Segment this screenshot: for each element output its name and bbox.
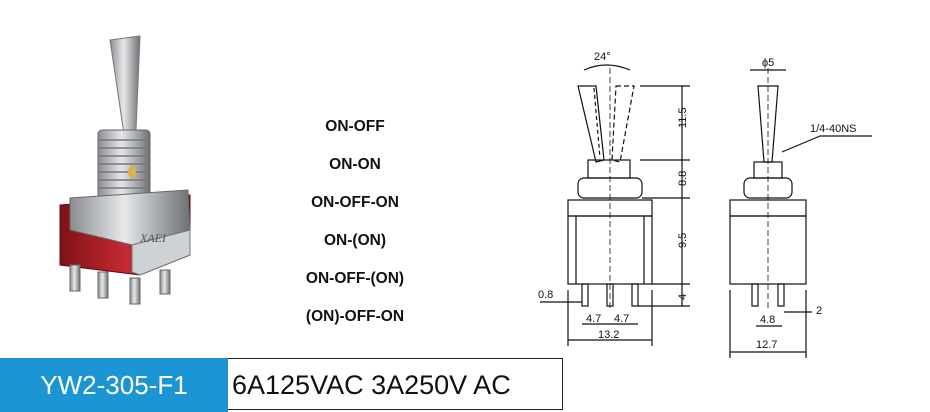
dim-thread: 1/4-40NS bbox=[810, 123, 856, 135]
mode-item: ON-(ON) bbox=[324, 232, 386, 249]
brand-mark: XAEI bbox=[139, 231, 167, 245]
switch-photo: XAEI bbox=[59, 35, 191, 305]
mode-item: ON-OFF bbox=[325, 118, 385, 135]
dim-side-pitch: 4.8 bbox=[760, 314, 775, 326]
dim-terminal-length: 4 bbox=[677, 294, 689, 300]
dim-angle: 24° bbox=[594, 51, 611, 63]
dim-bushing-height: 8.8 bbox=[677, 171, 689, 186]
dim-lever-height: 11.5 bbox=[677, 107, 689, 128]
dim-body-width: 13.2 bbox=[598, 329, 619, 341]
mode-item: ON-OFF-(ON) bbox=[305, 270, 405, 287]
mode-item: ON-OFF-ON bbox=[311, 194, 399, 211]
model-number: YW2-305-F1 bbox=[0, 358, 228, 412]
mode-item: ON-ON bbox=[329, 156, 381, 173]
electrical-rating: 6A125VAC 3A250V AC bbox=[228, 358, 563, 410]
dim-diameter: ϕ5 bbox=[762, 57, 774, 69]
dim-side-gap: 2 bbox=[816, 305, 822, 317]
dim-terminal-width: 0.8 bbox=[538, 289, 553, 301]
dim-pitch-left: 4.7 bbox=[586, 313, 601, 325]
switch-modes-list: ON-OFF ON-ON ON-OFF-ON ON-(ON) ON-OFF-(O… bbox=[270, 108, 440, 336]
dimension-drawing: 24° 11.5 8.8 9.5 4 0.8 4.7 4.7 13.2 ϕ5 1… bbox=[538, 51, 872, 358]
mode-item: (ON)-OFF-ON bbox=[305, 308, 405, 325]
dim-side-width: 12.7 bbox=[756, 339, 777, 351]
dim-body-height: 9.5 bbox=[677, 233, 689, 248]
dim-pitch-right: 4.7 bbox=[614, 313, 629, 325]
